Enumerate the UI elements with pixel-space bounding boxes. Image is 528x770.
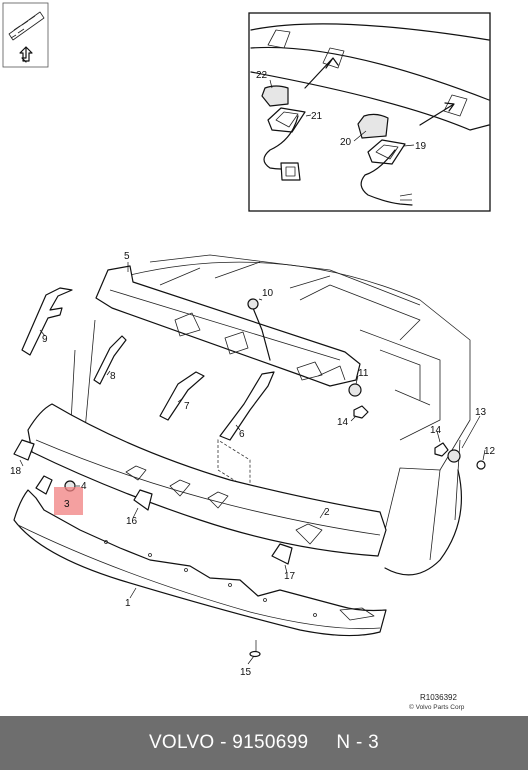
part-6-bracket [219, 371, 275, 441]
callout-6: 6 [239, 429, 245, 440]
part-18-cap [13, 439, 35, 461]
orientation-icon [2, 2, 49, 68]
cab-roof [69, 254, 471, 561]
footer-bar: VOLVO - 9150699 N - 3 [0, 716, 528, 770]
part-2-visor [27, 403, 387, 557]
part-7-bracket [159, 371, 205, 421]
callout-8: 8 [110, 371, 116, 382]
part-5-bracket [95, 265, 361, 387]
callout-20: 20 [340, 137, 352, 148]
callout-1: 1 [125, 598, 131, 609]
part-17-cap [271, 543, 293, 565]
callout-3: 3 [64, 499, 70, 510]
part-12-screw [476, 460, 486, 470]
callout-2: 2 [324, 507, 330, 518]
footer-part-number: 9150699 [232, 732, 309, 753]
part-11-clip [348, 383, 362, 397]
part-15-screw [249, 640, 261, 658]
part-9-bracket [21, 287, 73, 356]
callout-13: 13 [475, 407, 487, 418]
footer-position: N - 3 [336, 732, 380, 753]
callout-4: 4 [81, 481, 87, 492]
callout-11: 11 [358, 368, 369, 379]
callout-10: 10 [262, 288, 274, 299]
callout-14b: 14 [430, 425, 442, 436]
callout-15: 15 [240, 667, 252, 678]
callout-21: 21 [311, 111, 323, 122]
part-1-panel [13, 489, 387, 637]
part-8-bracket [93, 335, 127, 385]
footer-brand: VOLVO [148, 732, 215, 753]
callout-9: 9 [42, 334, 48, 345]
part-14b-nut [434, 442, 449, 457]
callout-19: 19 [415, 141, 427, 152]
callout-14a: 14 [337, 417, 349, 428]
cable [384, 469, 463, 576]
callout-16: 16 [126, 516, 138, 527]
callout-5: 5 [124, 251, 130, 262]
part-4-clip [35, 475, 53, 495]
reference-code: R1036392 [420, 693, 457, 702]
callout-17: 17 [284, 571, 296, 582]
highlight-part-3 [54, 487, 83, 515]
part-14-nut [353, 405, 369, 419]
callout-18: 18 [10, 466, 22, 477]
parts-diagram: .ln { fill: none; stroke: #111; stroke-w… [2, 2, 496, 711]
callout-12: 12 [484, 446, 496, 457]
inset-detail: 22 21 20 19 [248, 12, 491, 212]
callout-22: 22 [256, 70, 268, 81]
reference-copyright: © Volvo Parts Corp [409, 703, 465, 711]
part-16-cap [133, 489, 153, 511]
part-13-grommet [447, 449, 461, 463]
callout-7: 7 [184, 401, 190, 412]
part-10-bolt [247, 298, 271, 361]
